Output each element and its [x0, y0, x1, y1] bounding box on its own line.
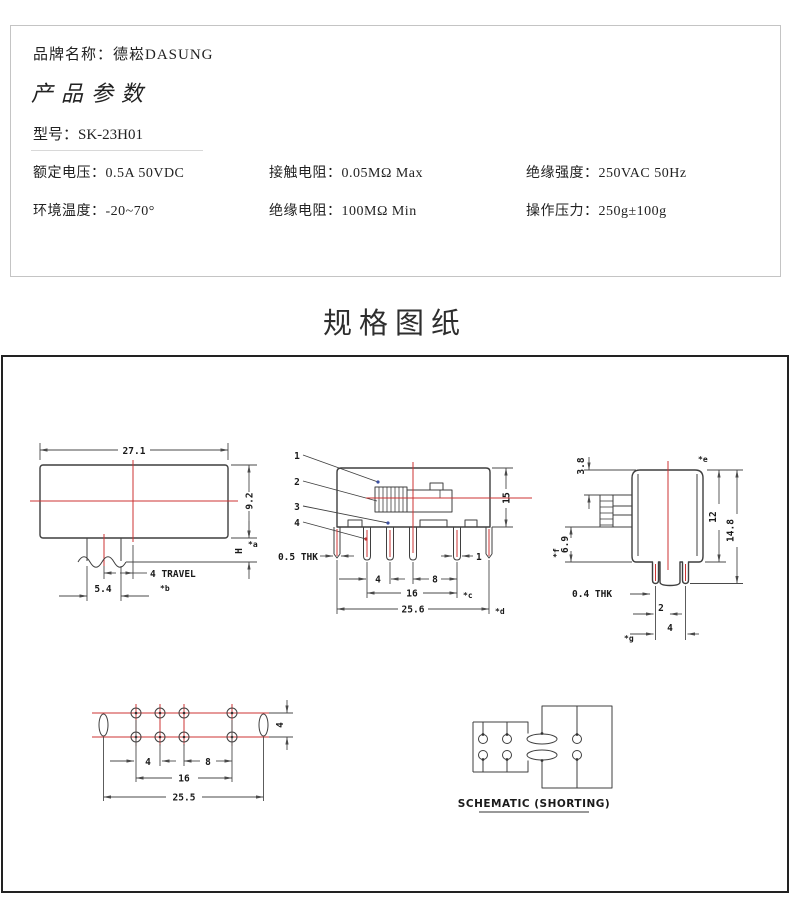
spec-ambient-temperature: 环境温度：-20~70°: [33, 204, 155, 219]
dim-pin-thk: 0.5 THK: [278, 552, 318, 563]
footprint-view: 4 8 16 25.5 4: [92, 700, 293, 804]
dim-fp-4: 4: [145, 757, 151, 768]
dim-front-knob-width: 5.4: [94, 584, 111, 595]
spec-rated-voltage: 额定电压：0.5A 50VDC: [33, 166, 185, 181]
spec-operating-force: 操作压力：250g±100g: [526, 204, 667, 219]
leader-1: 1: [294, 451, 300, 462]
spec-insulation-strength: 绝缘强度：250VAC 50Hz: [526, 166, 687, 181]
schematic-caption: SCHEMATIC (SHORTING): [458, 798, 610, 810]
dim-profile-4: 4: [667, 623, 673, 634]
front-view: 27.1 9.2 H *a: [30, 443, 258, 601]
dim-fp-8: 8: [205, 757, 211, 768]
technical-drawing: 27.1 9.2 H *a: [30, 443, 743, 813]
note-a: *a: [248, 540, 258, 549]
dim-fp-row-gap: 4: [275, 722, 286, 728]
note-b: *b: [160, 584, 170, 593]
note-f: *f: [552, 548, 561, 558]
note-e: *e: [698, 455, 708, 464]
schematic-view: SCHEMATIC (SHORTING): [458, 705, 613, 813]
dim-profile-3-8: 3.8: [576, 457, 587, 474]
leader-3: 3: [294, 502, 300, 513]
note-c: *c: [463, 591, 473, 600]
dim-profile-14-8: 14.8: [726, 519, 737, 542]
dim-fp-25-5: 25.5: [173, 793, 196, 804]
dim-pin-width: 1: [476, 552, 482, 563]
dim-front-width: 27.1: [123, 446, 146, 457]
dim-profile-thk: 0.4 THK: [572, 589, 612, 600]
dim-front-height: 9.2: [245, 492, 256, 509]
profile-view: 3.8 6.9 *f *e 12 14.8 0.4 THK: [552, 455, 743, 643]
spec-drawing-panel: 27.1 9.2 H *a: [1, 355, 789, 893]
note-d: *d: [495, 607, 505, 616]
leader-4: 4: [294, 518, 300, 529]
note-g: *g: [624, 634, 634, 643]
dim-front-stem-height: H: [234, 548, 245, 554]
spec-insulation-resistance: 绝缘电阻：100MΩ Min: [269, 204, 417, 219]
model-underline: [31, 150, 203, 151]
drawing-section-title: 规格图纸: [322, 308, 467, 340]
spec-contact-resistance: 接触电阻：0.05MΩ Max: [269, 166, 424, 181]
dim-span-16: 16: [406, 589, 418, 600]
brand-name: 品牌名称：德崧DASUNG: [33, 47, 214, 63]
dim-total-25-6: 25.6: [402, 605, 425, 616]
leader-2: 2: [294, 477, 300, 488]
section-title-product-params: 产品参数: [31, 81, 152, 106]
dim-fp-16: 16: [178, 774, 190, 785]
dim-profile-12: 12: [708, 511, 719, 522]
dim-profile-2: 2: [658, 603, 664, 614]
dim-pitch-4: 4: [375, 575, 381, 586]
dim-front-travel: 4 TRAVEL: [150, 569, 196, 580]
pin-view: 1 2 3 4: [278, 451, 532, 616]
model-number: 型号：SK-23H01: [33, 127, 144, 143]
dim-pitch-8: 8: [432, 575, 438, 586]
product-params-panel: 品牌名称：德崧DASUNG 产品参数 型号：SK-23H01 额定电压：0.5A…: [10, 25, 781, 277]
dim-profile-6-9: 6.9: [560, 536, 571, 553]
dim-body-height: 15: [502, 492, 513, 504]
